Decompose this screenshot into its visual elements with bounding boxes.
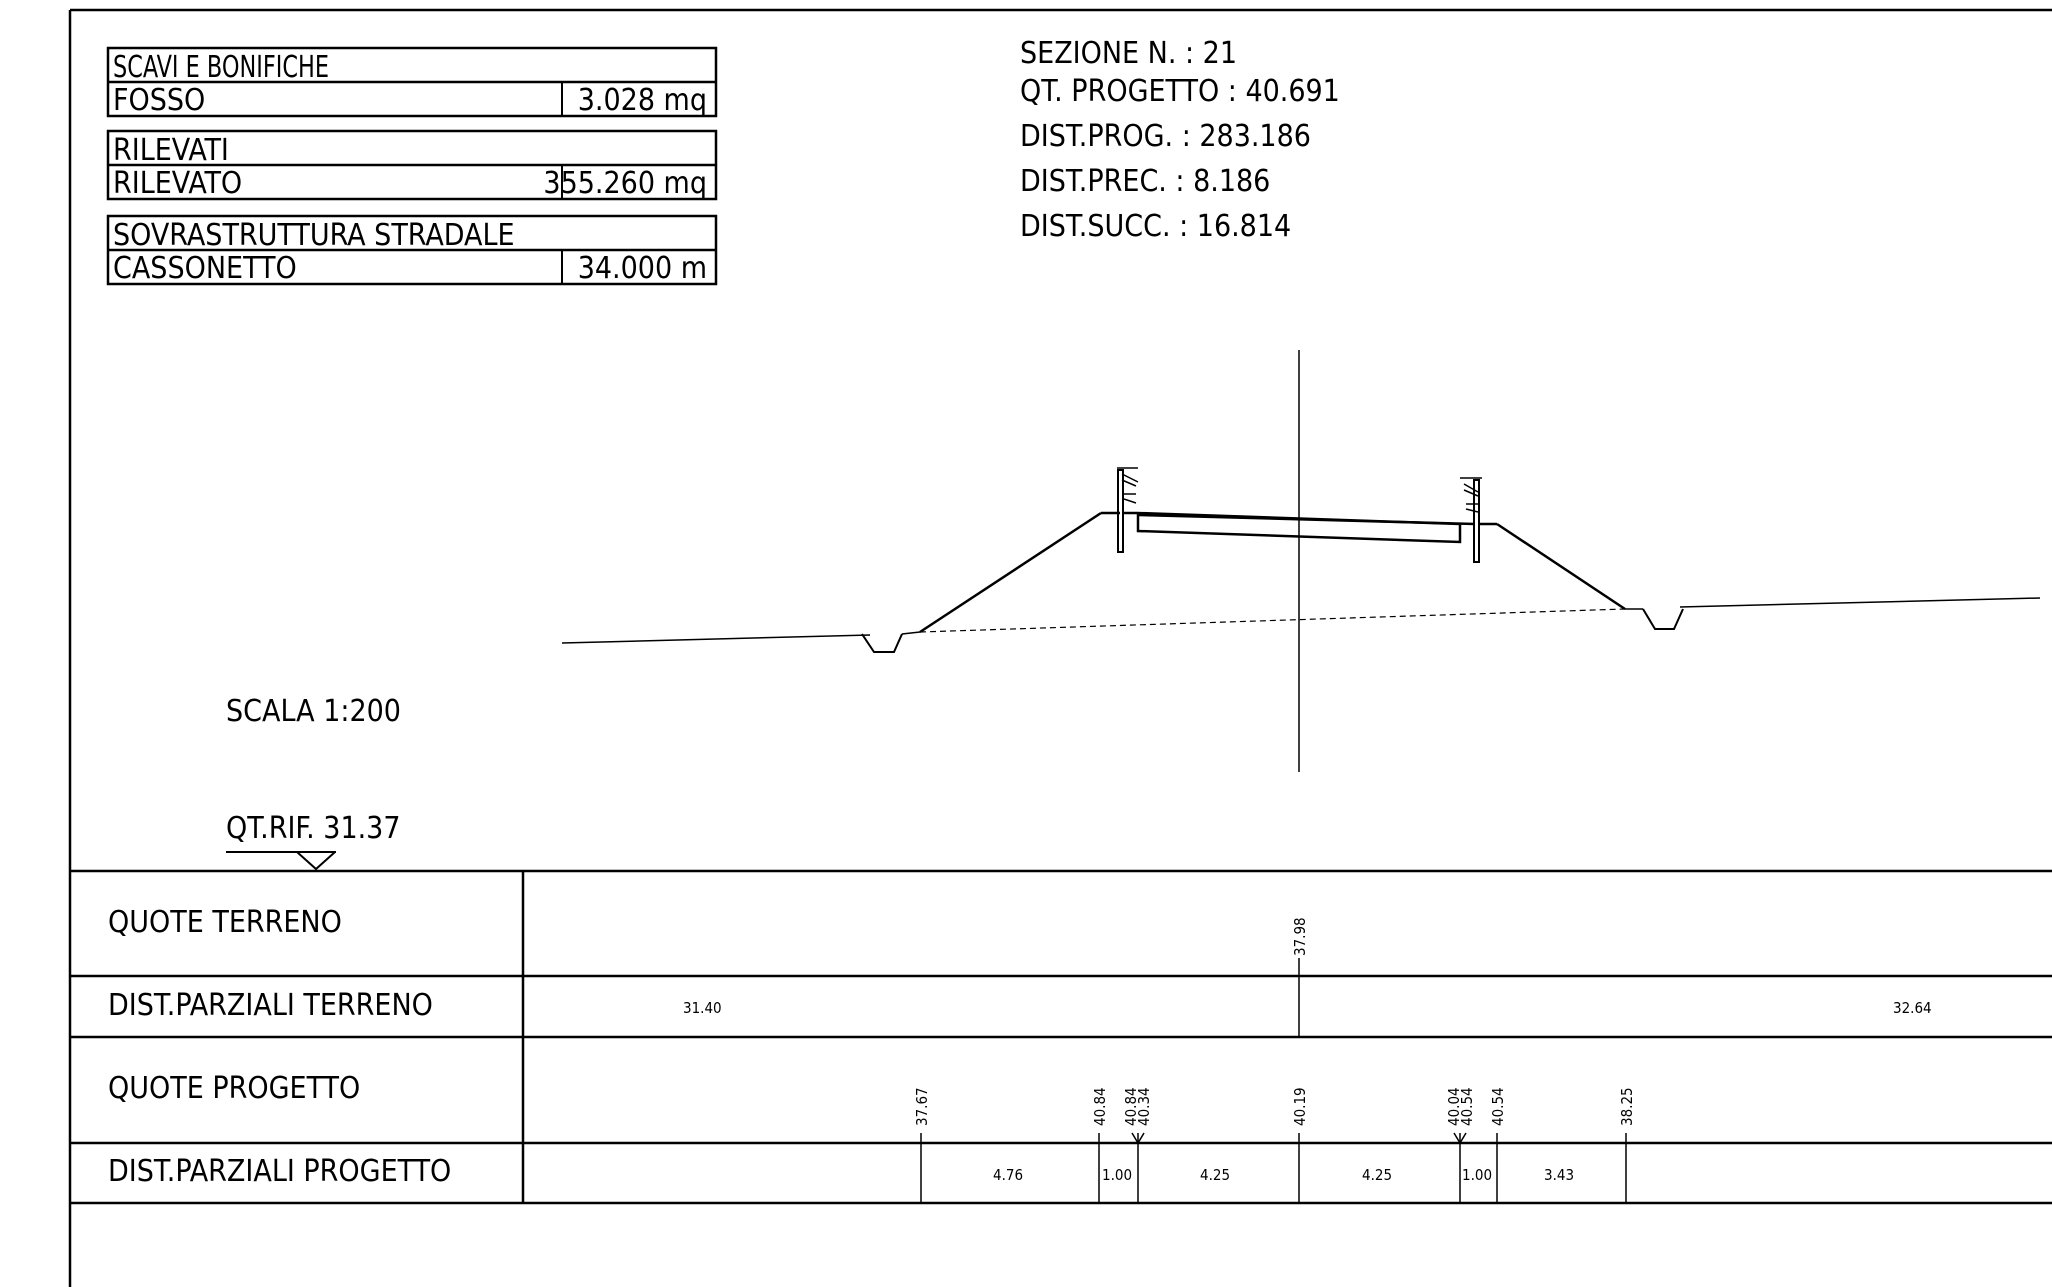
project-distance-value: 4.25 xyxy=(1362,1166,1392,1184)
slope-left xyxy=(919,511,1102,634)
guardrail-right xyxy=(1473,479,1480,563)
next-distance: DIST.SUCC. : 16.814 xyxy=(1020,209,1291,244)
quantity-group-sovrastruttura: SOVRASTRUTTURA STRADALE CASSONETTO 34.00… xyxy=(106,214,718,286)
quantity-group-header: SCAVI E BONIFICHE xyxy=(113,50,329,85)
project-elevation-value: 40.19 xyxy=(1291,1087,1309,1126)
profile-table: QUOTE TERRENO DIST.PARZIALI TERRENO QUOT… xyxy=(70,869,2052,1205)
terrain-distance-value: 31.40 xyxy=(683,999,722,1017)
quantity-group-header: SOVRASTRUTTURA STRADALE xyxy=(113,218,515,253)
progressive-distance: DIST.PROG. : 283.186 xyxy=(1020,119,1311,154)
project-elevation-value: 40.04 xyxy=(1445,1087,1463,1126)
project-elevation-value: 40.34 xyxy=(1135,1087,1153,1126)
quantity-label: CASSONETTO xyxy=(113,251,297,286)
section-number: SEZIONE N. : 21 xyxy=(1020,36,1237,71)
row-label-project-elevations: QUOTE PROGETTO xyxy=(108,1071,360,1106)
project-elevation-value: 40.84 xyxy=(1122,1087,1140,1126)
row-label-terrain-distances: DIST.PARZIALI TERRENO xyxy=(108,988,433,1023)
row-label-terrain-elevations: QUOTE TERRENO xyxy=(108,905,342,940)
terrain-line-left xyxy=(561,634,871,644)
section-info: SEZIONE N. : 21 QT. PROGETTO : 40.691 DI… xyxy=(1020,36,1340,244)
previous-distance: DIST.PREC. : 8.186 xyxy=(1020,164,1270,199)
scale-label: SCALA 1:200 xyxy=(226,694,401,729)
quantity-label: RILEVATO xyxy=(113,166,242,201)
quantity-group-rilevati: RILEVATI RILEVATO 355.260 mq xyxy=(106,129,718,201)
slope-right xyxy=(1496,522,1626,611)
quantity-value: 355.260 mq xyxy=(543,166,707,201)
ditch-left xyxy=(861,633,903,653)
sheet-frame xyxy=(68,8,2052,1287)
quantity-group-scavi: SCAVI E BONIFICHE FOSSO 3.028 mq xyxy=(106,46,718,118)
terrain-line-right xyxy=(1679,597,2041,608)
ditch-right xyxy=(1642,608,1684,630)
project-elevation-value: 38.25 xyxy=(1618,1087,1636,1126)
quantities-tables: SCAVI E BONIFICHE FOSSO 3.028 mq RILEVAT… xyxy=(106,46,718,286)
terrain-distance-value: 32.64 xyxy=(1893,999,1932,1017)
quantity-label: FOSSO xyxy=(113,83,205,118)
project-distance-value: 4.25 xyxy=(1200,1166,1230,1184)
terrain-line-under-embankment xyxy=(919,608,1626,633)
project-elevation-value: 40.84 xyxy=(1091,1087,1109,1126)
pavement xyxy=(1123,511,1462,544)
project-elevation: QT. PROGETTO : 40.691 xyxy=(1020,74,1340,109)
road-cross-section xyxy=(561,350,2041,772)
project-distance-value: 4.76 xyxy=(993,1166,1023,1184)
project-elevation-value: 37.67 xyxy=(913,1087,931,1126)
guardrail-left xyxy=(1117,469,1124,553)
project-elevation-value: 40.54 xyxy=(1489,1087,1507,1126)
project-distance-value: 3.43 xyxy=(1544,1166,1574,1184)
reference-level: QT.RIF. 31.37 xyxy=(226,811,401,871)
project-elevation-value: 40.54 xyxy=(1458,1087,1476,1126)
quantity-group-header: RILEVATI xyxy=(113,133,229,168)
project-elevation-ticks xyxy=(920,1132,1627,1203)
quantity-value: 34.000 m xyxy=(578,251,707,286)
project-distance-value: 1.00 xyxy=(1102,1166,1132,1184)
quantity-value: 3.028 mq xyxy=(578,83,707,118)
terrain-elevation-value: 37.98 xyxy=(1291,917,1309,956)
row-label-project-distances: DIST.PARZIALI PROGETTO xyxy=(108,1154,451,1189)
project-distance-value: 1.00 xyxy=(1462,1166,1492,1184)
reference-level-label: QT.RIF. 31.37 xyxy=(226,811,401,846)
